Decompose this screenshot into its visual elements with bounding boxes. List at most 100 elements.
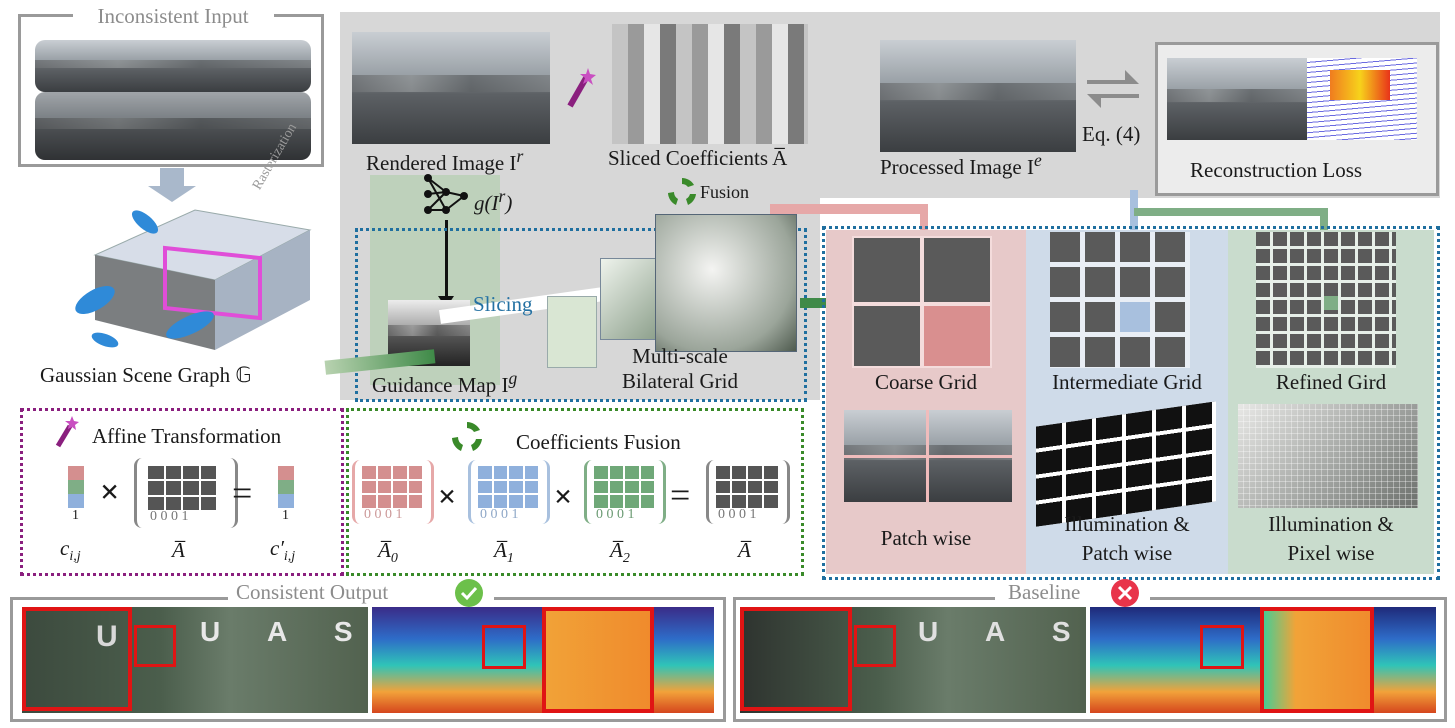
rendered-image-label: Rendered Image Ir	[366, 146, 523, 176]
reconstruction-loss-label: Reconstruction Loss	[1190, 158, 1363, 182]
multi-scale-label-1: Multi-scale	[632, 344, 728, 368]
rendered-image-text: Rendered Image I	[366, 151, 517, 175]
baseline-highlight-small	[854, 625, 896, 667]
input-image-bottom	[35, 92, 311, 160]
matrix-a0-bracket	[352, 460, 434, 524]
consistent-depth-block	[542, 607, 652, 713]
coarse-grid-cube	[852, 236, 992, 368]
a2-sub: 2	[622, 551, 630, 567]
baseline-container-image	[740, 607, 1086, 713]
a-bar-label: A̅	[172, 538, 185, 562]
matrix-result-bracket	[706, 460, 790, 524]
vector-c-prime	[278, 466, 294, 508]
rendered-image	[352, 32, 550, 144]
refined-grid-label: Refined Gird	[1275, 370, 1387, 394]
a1-label: A̅1	[494, 538, 514, 567]
consistent-frame-top-left	[10, 597, 228, 600]
baseline-frame	[733, 597, 1447, 722]
g-function-sup: r	[498, 186, 506, 206]
slicing-label: Slicing	[473, 292, 533, 316]
intermediate-grid-label: Intermediate Grid	[1052, 370, 1202, 394]
gaussian-scene-cube	[75, 209, 312, 350]
sliced-coefficients-label: Sliced Coefficients A̅	[608, 146, 788, 170]
magic-wand-icon-small	[55, 416, 79, 448]
affine-transformation-label: Affine Transformation	[92, 424, 282, 448]
grid-slab-large	[655, 214, 797, 352]
sliced-coefficients-image	[612, 24, 808, 144]
g-function-close: )	[505, 191, 513, 215]
a2-label: A̅2	[610, 538, 630, 567]
times-sign-2: ×	[438, 478, 457, 514]
coefficients-fusion-label: Coefficients Fusion	[516, 430, 681, 454]
check-icon	[455, 579, 483, 607]
baseline-depth-highlight-small	[1200, 625, 1244, 669]
guidance-map-text: Guidance Map I	[372, 373, 509, 397]
matrix-a-row: 0 0 0 1	[150, 509, 189, 524]
swap-arrows-icon	[1087, 70, 1139, 108]
c-ij-sub: i,j	[69, 549, 81, 565]
illumination-pixel-image	[1238, 404, 1418, 508]
magic-wand-icon	[567, 68, 596, 108]
patch-wise-label: Patch wise	[880, 526, 972, 550]
a0-label: A̅0	[378, 538, 398, 567]
matrix-a1	[476, 464, 540, 510]
frame-top-left	[18, 14, 73, 17]
equals-sign-2: =	[670, 475, 691, 515]
matrix-result-row: 0 0 0 1	[718, 507, 757, 522]
processed-image-label: Processed Image Ie	[880, 150, 1042, 180]
c-ij-label: ci,j	[60, 536, 81, 565]
cross-icon	[1111, 579, 1139, 607]
down-arrow-black	[445, 220, 448, 300]
consistent-highlight-small	[134, 625, 176, 667]
baseline-highlight-large	[740, 607, 852, 711]
inconsistent-input-label: Inconsistent Input	[97, 4, 249, 28]
matrix-a-bracket	[134, 458, 238, 528]
guidance-map-sup: g	[508, 368, 518, 388]
matrix-a2	[592, 464, 656, 510]
c-prime-text: c′	[270, 536, 284, 560]
frame-top-right	[274, 14, 321, 17]
matrix-a1-row: 0 0 0 1	[480, 507, 519, 522]
green-output-arrow	[800, 298, 828, 308]
processed-image-text: Processed Image I	[880, 155, 1034, 179]
equals-sign-1: =	[232, 473, 253, 513]
matrix-a	[146, 464, 218, 512]
baseline-depth-highlight-large	[1260, 607, 1374, 713]
processed-image	[880, 40, 1076, 152]
baseline-label: Baseline	[1008, 580, 1081, 604]
neural-net-icon	[424, 174, 468, 214]
coefficients-fusion-frame	[346, 408, 804, 576]
baseline-frame-top-left	[733, 597, 995, 600]
intermediate-grid-cube	[1050, 232, 1190, 368]
lidar-hotspot	[1330, 70, 1390, 100]
vector-c-prime-one: 1	[282, 508, 289, 523]
matrix-a2-bracket	[584, 460, 666, 524]
inconsistent-input-frame	[18, 14, 324, 167]
matrix-result	[714, 464, 780, 510]
consistent-container-image	[22, 607, 368, 713]
matrix-a1-bracket	[468, 460, 550, 524]
consistent-container-u: U	[96, 620, 118, 653]
down-arrow	[160, 168, 184, 188]
pink-connector	[770, 204, 928, 214]
illumination-patch-label-1: Illumination &	[1064, 512, 1190, 536]
times-sign-3: ×	[554, 478, 573, 514]
consistent-output-label: Consistent Output	[236, 580, 389, 604]
illumination-pixel-label-1: Illumination &	[1268, 512, 1394, 536]
baseline-depth-block	[1262, 607, 1374, 713]
vector-c	[68, 466, 84, 508]
g-function-label: g(Ir)	[474, 186, 512, 216]
gaussian-scene-graph-label: Gaussian Scene Graph 𝔾	[40, 363, 252, 387]
a1-text: A̅	[494, 538, 507, 562]
vector-c-one: 1	[72, 508, 79, 523]
reconstruction-image	[1167, 58, 1307, 140]
matrix-a0	[360, 464, 424, 510]
a0-text: A̅	[378, 538, 391, 562]
processed-image-sup: e	[1033, 150, 1042, 170]
recycle-fusion-icon-small	[452, 422, 482, 451]
grid-slab-medium	[600, 258, 658, 340]
matrix-a2-row: 0 0 0 1	[596, 507, 635, 522]
g-function-text: g(I	[474, 191, 499, 215]
bilateral-grid-frame	[355, 228, 807, 402]
c-prime-label: c′i,j	[270, 536, 295, 565]
